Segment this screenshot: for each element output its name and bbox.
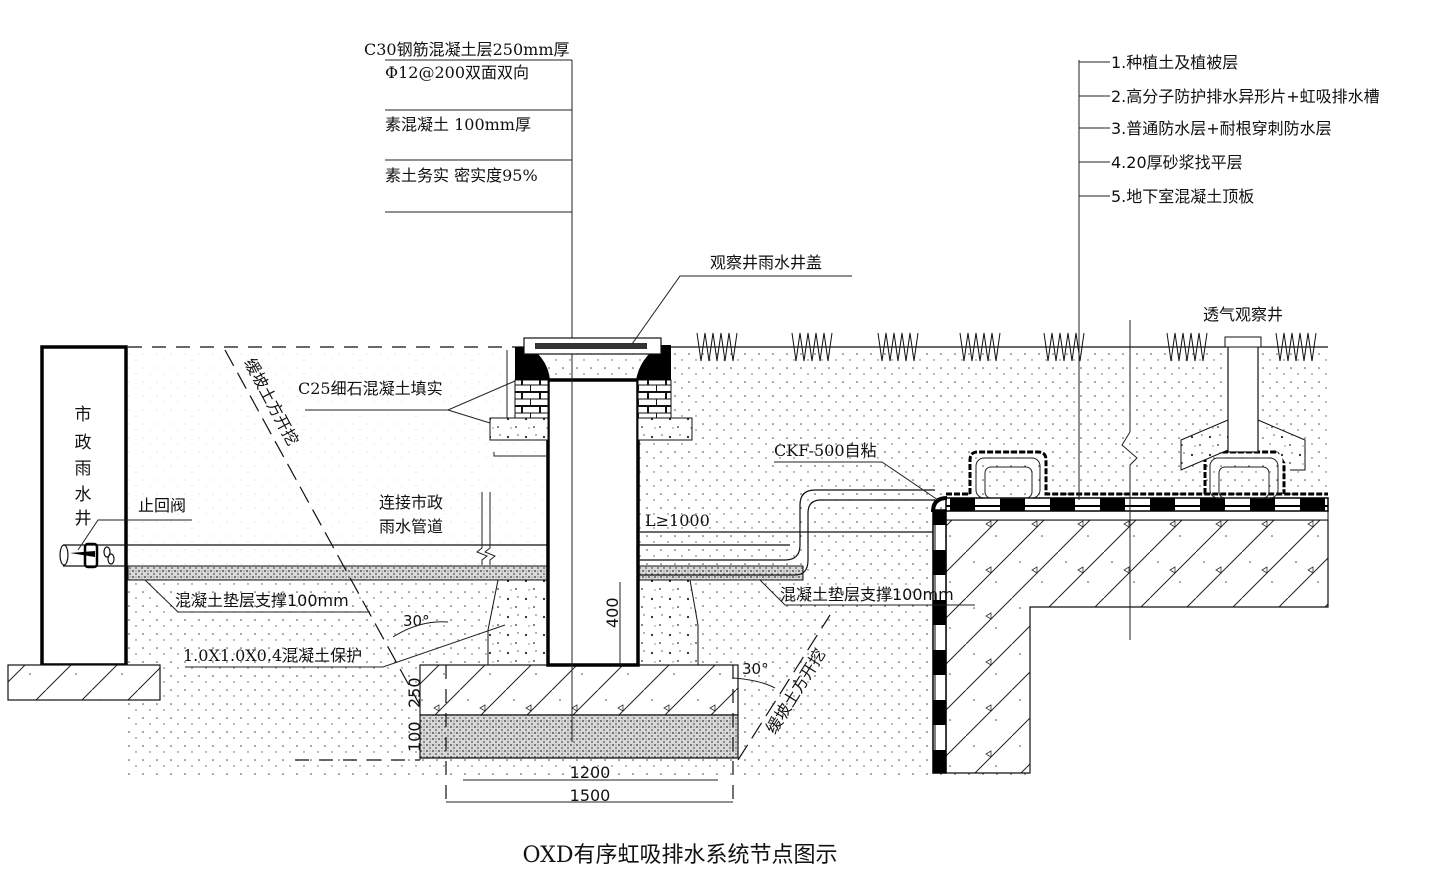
rc-foundation	[419, 664, 739, 716]
layer-label: Φ12@200双面双向	[385, 63, 529, 82]
ckf-leader	[774, 461, 939, 501]
bedding-label-right: 混凝土垫层支撑100mm	[780, 585, 954, 604]
ckf-label: CKF-500自粘	[774, 441, 877, 460]
angle-label-left: 30°	[403, 612, 430, 630]
manhole-cover-leader	[631, 275, 852, 345]
well-foundation	[7, 664, 161, 701]
layer-label: 2.高分子防护排水异形片+虹吸排水槽	[1111, 87, 1380, 106]
manhole-grate	[535, 343, 647, 349]
concrete-bedding-left	[127, 565, 549, 581]
waterproof-layer-horizontal	[945, 497, 1329, 512]
vent-well-pipe	[1227, 344, 1259, 453]
well-base-line	[493, 452, 548, 457]
dimension-lines	[419, 582, 734, 803]
siphon-pipe-inner	[638, 499, 935, 576]
brick-wall-right	[637, 379, 672, 419]
municipal-rain-well	[7, 345, 161, 701]
c25-fill-left	[515, 347, 550, 380]
right-layer-callout: 1.种植土及植被层 2.高分子防护排水异形片+虹吸排水槽 3.普通防水层+耐根穿…	[1079, 53, 1380, 206]
layer-label: 3.普通防水层+耐根穿刺防水层	[1111, 119, 1332, 138]
check-valve-icon	[70, 551, 95, 557]
well-label-char: 雨	[75, 459, 92, 479]
dim-400: 400	[603, 597, 622, 628]
concrete-bedding-right	[637, 565, 804, 581]
break-symbol	[476, 492, 496, 565]
connect-pipe-label: 雨水管道	[379, 517, 443, 536]
plain-concrete-layer	[419, 714, 739, 759]
angle-arc-left	[392, 621, 449, 638]
concrete-protect-label: 1.0X1.0X0.4混凝土保护	[183, 646, 362, 665]
well-label-char: 井	[75, 509, 92, 529]
angle-label-right: 30°	[742, 660, 769, 678]
bedding-leader-left	[144, 579, 370, 613]
pipe-concrete-left	[487, 579, 549, 666]
dim-100: 100	[405, 721, 424, 752]
waterproof-layer-vertical	[932, 509, 947, 774]
break-symbol-right	[1121, 431, 1138, 640]
well-label-char: 市	[75, 405, 92, 425]
length-label: L≥1000	[645, 511, 710, 530]
base-slab-left	[489, 417, 549, 441]
well-label-char: 政	[75, 433, 92, 453]
layer-label: 素土务实 密实度95%	[385, 166, 538, 185]
pipe-concrete-right	[637, 579, 699, 666]
dim-1500: 1500	[570, 786, 611, 805]
bedding-leader-right	[759, 579, 975, 606]
bedding-label-left: 混凝土垫层支撑100mm	[175, 591, 349, 610]
c25-fill-leader	[305, 380, 516, 424]
dim-1200: 1200	[570, 763, 611, 782]
well-label: 市 政 雨 水 井	[75, 405, 92, 529]
drain-pipe	[59, 542, 790, 569]
membrane-corner	[931, 496, 948, 513]
check-valve-label: 止回阀	[138, 496, 186, 515]
layer-label: 素混凝土 100mm厚	[385, 115, 531, 134]
grass-symbols	[696, 332, 1317, 362]
manhole-cover-label: 观察井雨水井盖	[710, 253, 822, 272]
layer-label: C30钢筋混凝土层250mm厚	[364, 40, 570, 59]
left-layer-callout: C30钢筋混凝土层250mm厚 Φ12@200双面双向 素混凝土 100mm厚 …	[364, 40, 572, 213]
connect-pipe-label: 连接市政	[379, 493, 443, 512]
vent-well-cap	[1224, 336, 1262, 348]
c25-fill-right	[636, 345, 671, 380]
layer-label: 1.种植土及植被层	[1111, 53, 1238, 72]
angle-arc-right	[732, 677, 776, 689]
diagram-title: OXD有序虹吸排水系统节点图示	[523, 843, 838, 868]
layer-label: 5.地下室混凝土顶板	[1111, 187, 1254, 206]
well-label-char: 水	[75, 485, 92, 505]
layer-label: 4.20厚砂浆找平层	[1111, 153, 1243, 172]
slope-line-right	[737, 614, 831, 761]
base-slab-right	[637, 417, 693, 441]
check-valve-leader	[77, 519, 192, 551]
dim-250: 250	[405, 677, 424, 708]
observation-shaft	[546, 378, 640, 667]
vent-well-label: 透气观察井	[1203, 305, 1283, 324]
brick-wall-left	[514, 379, 549, 419]
siphon-pipe-outer	[638, 489, 935, 561]
c25-fill-label: C25细石混凝土填实	[298, 379, 443, 398]
concrete-protect-leader	[185, 624, 506, 668]
